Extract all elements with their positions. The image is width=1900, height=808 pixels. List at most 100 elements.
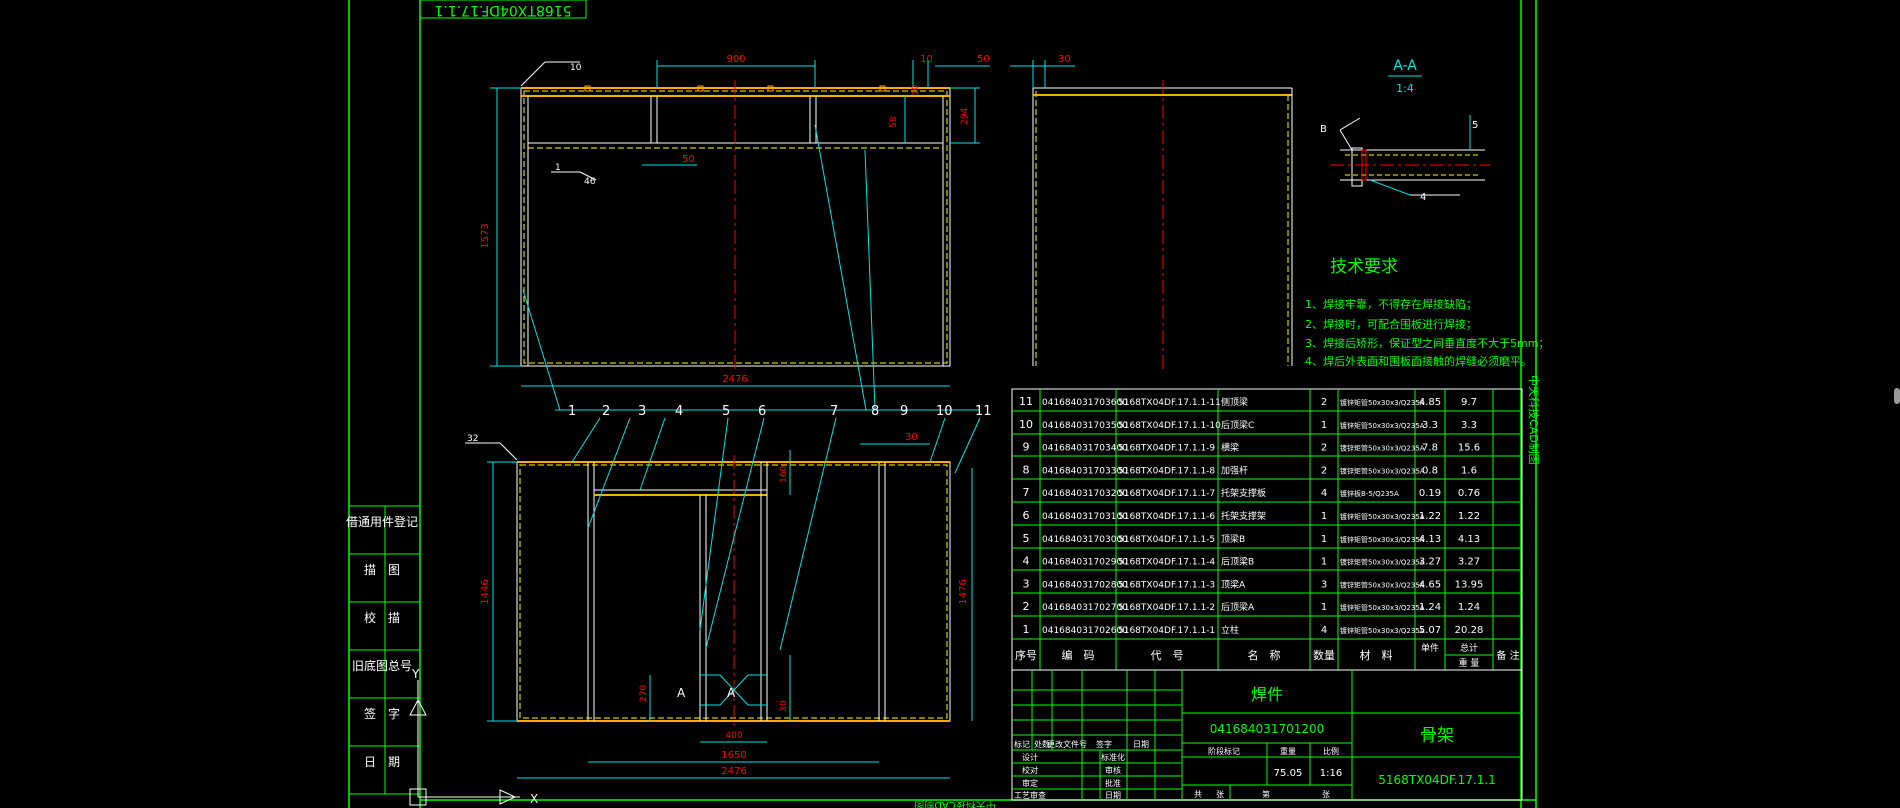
stamp-label-3: 旧底图总号 <box>352 658 412 673</box>
svg-text:X: X <box>530 792 538 806</box>
bottom-view-frame: A A 30 160 1446 1476 270 30 400 1650 247… <box>465 417 981 779</box>
dim-900: 900 <box>726 54 745 65</box>
bom-cell-code: 041684031703200 <box>1042 489 1128 499</box>
bom-cell-name: 顶梁A <box>1221 578 1246 590</box>
balloon-8: 8 <box>871 404 879 419</box>
bottom-dim-30b: 30 <box>779 700 789 712</box>
bom-header-total: 总计 <box>1460 642 1478 654</box>
bom-cell-total: 15.6 <box>1458 443 1480 454</box>
bom-cell-drawing: 5168TX04DF.17.1.1-2 <box>1118 603 1215 613</box>
bom-cell-drawing: 5168TX04DF.17.1.1-4 <box>1118 558 1215 568</box>
dim-10a: 10 <box>920 54 933 65</box>
title-block: 标记 处数 更改文件号 签字 日期 设计 标准化 校对 审核 审定 批准 工艺审… <box>1011 669 1523 801</box>
weld-left-fillet: 46 <box>584 177 596 187</box>
tb-label-design: 设计 <box>1022 752 1038 762</box>
side-dim-30: 30 <box>1058 54 1071 65</box>
bom-cell-unit: 1.22 <box>1419 511 1441 522</box>
bom-cell-code: 041684031703500 <box>1042 421 1128 431</box>
tb-label-date2: 日期 <box>1105 791 1121 800</box>
tech-req-item-4: 4、焊后外表面和围板面接触的焊缝必须磨平。 <box>1305 354 1532 368</box>
bom-cell-drawing: 5168TX04DF.17.1.1-3 <box>1118 580 1215 590</box>
stamp-label-0: 借通用件登记 <box>346 514 418 529</box>
svg-text:Y: Y <box>411 667 420 681</box>
bom-cell-code: 041684031703300 <box>1042 466 1128 476</box>
balloon-7: 7 <box>830 404 838 419</box>
section-a-a: A-A 1:4 B 5 4 <box>1320 58 1490 203</box>
balloon-1: 1 <box>568 404 576 419</box>
bom-cell-material: 镀锌板B-5/Q235A <box>1340 489 1399 498</box>
tb-label-review: 审核 <box>1105 765 1121 775</box>
balloon-3: 3 <box>638 404 646 419</box>
bottom-dim-1650: 1650 <box>721 750 746 761</box>
bottom-flipped-label: 中天科技CAD制图 <box>914 799 996 808</box>
bom-header-remark: 备 注 <box>1496 649 1519 662</box>
tb-sheet-num: 张 <box>1216 790 1224 799</box>
bom-cell-no: 1 <box>1023 623 1030 636</box>
bom-header-code: 编 码 <box>1062 648 1095 662</box>
bom-cell-qty: 3 <box>1321 579 1327 590</box>
bom-cell-unit: 7.8 <box>1422 443 1438 454</box>
bom-cell-total: 0.76 <box>1458 488 1480 499</box>
weld-symbol-top: 10 <box>570 63 582 73</box>
weld-left-leg: 1 <box>555 163 561 173</box>
bom-cell-unit: 1.24 <box>1419 602 1441 613</box>
dim-50b: 50 <box>682 154 695 165</box>
bom-cell-drawing: 5168TX04DF.17.1.1-10 <box>1118 421 1221 431</box>
bom-cell-code: 041684031703000 <box>1042 535 1128 545</box>
tech-req-item-1: 1、焊接牢靠，不得存在焊接缺陷； <box>1305 297 1477 311</box>
bom-cell-qty: 2 <box>1321 397 1327 408</box>
bom-cell-unit: 5.07 <box>1419 625 1441 636</box>
tb-label-standardize: 标准化 <box>1101 752 1125 762</box>
bom-cell-name: 立柱 <box>1221 624 1239 636</box>
stamp-label-4: 签 字 <box>364 706 400 721</box>
stamp-label-5: 日 期 <box>364 755 400 769</box>
bom-cell-no: 9 <box>1023 441 1030 454</box>
bom-cell-drawing: 5168TX04DF.17.1.1-8 <box>1118 466 1215 476</box>
bom-header-name: 名 称 <box>1248 648 1281 662</box>
dim-58: 58 <box>889 116 899 128</box>
bom-cell-qty: 2 <box>1321 465 1327 476</box>
tb-weight: 75.05 <box>1274 768 1303 779</box>
bom-cell-name: 横梁 <box>1221 442 1239 454</box>
bottom-section-a-right: A <box>727 686 736 700</box>
top-banner-code: 5168TX04DF.17.1.1 <box>434 2 571 18</box>
bottom-dim-160: 160 <box>779 466 789 483</box>
tb-code: 041684031701200 <box>1210 722 1325 736</box>
bom-cell-code: 041684031702700 <box>1042 603 1128 613</box>
tb-label-stage: 阶段标记 <box>1208 746 1240 756</box>
tech-req-title: 技术要求 <box>1330 257 1398 277</box>
bom-cell-code: 041684031703100 <box>1042 512 1128 522</box>
tb-label-process: 工艺审查 <box>1014 790 1046 800</box>
bom-cell-total: 1.6 <box>1461 465 1477 476</box>
section-label-b: B <box>1320 124 1327 135</box>
bom-cell-qty: 1 <box>1321 557 1327 568</box>
tb-label-approve: 批准 <box>1105 778 1121 788</box>
tb-part-type: 焊件 <box>1251 685 1283 704</box>
bom-cell-code: 041684031702800 <box>1042 580 1128 590</box>
bom-cell-total: 3.27 <box>1458 557 1480 568</box>
bom-cell-unit: 4.13 <box>1419 534 1441 545</box>
scrollbar-thumb[interactable] <box>1894 388 1900 404</box>
bom-cell-drawing: 5168TX04DF.17.1.1-6 <box>1118 512 1215 522</box>
dim-50a: 50 <box>977 54 990 65</box>
tb-label-scale: 比例 <box>1323 746 1339 756</box>
dim-1573: 1573 <box>480 223 491 248</box>
tb-sheets-total: 共 <box>1194 790 1202 799</box>
balloon-6: 6 <box>758 404 766 419</box>
bottom-dim-270: 270 <box>639 685 649 702</box>
tech-req-item-3: 3、焊接后矫形，保证型之间垂直度不大于5mm； <box>1305 336 1549 350</box>
bom-cell-material: 镀锌矩管50x30x3/Q235A <box>1340 512 1425 521</box>
front-view-frame: 900 10 50 10 58 294 1573 50 2476 10 1 46 <box>480 54 990 411</box>
section-scale: 1:4 <box>1396 82 1414 95</box>
bom-cell-qty: 1 <box>1321 511 1327 522</box>
bom-cell-no: 7 <box>1023 486 1030 499</box>
tb-label-change-doc: 更改文件号 <box>1047 739 1087 749</box>
bom-cell-no: 11 <box>1019 395 1033 408</box>
tb-label-sign: 签字 <box>1096 739 1112 749</box>
bom-cell-unit: 3.27 <box>1419 557 1441 568</box>
side-vertical-label: 中天科技CAD制图 <box>1527 375 1541 465</box>
dim-10b: 10 <box>911 84 921 96</box>
bom-cell-qty: 4 <box>1321 488 1327 499</box>
